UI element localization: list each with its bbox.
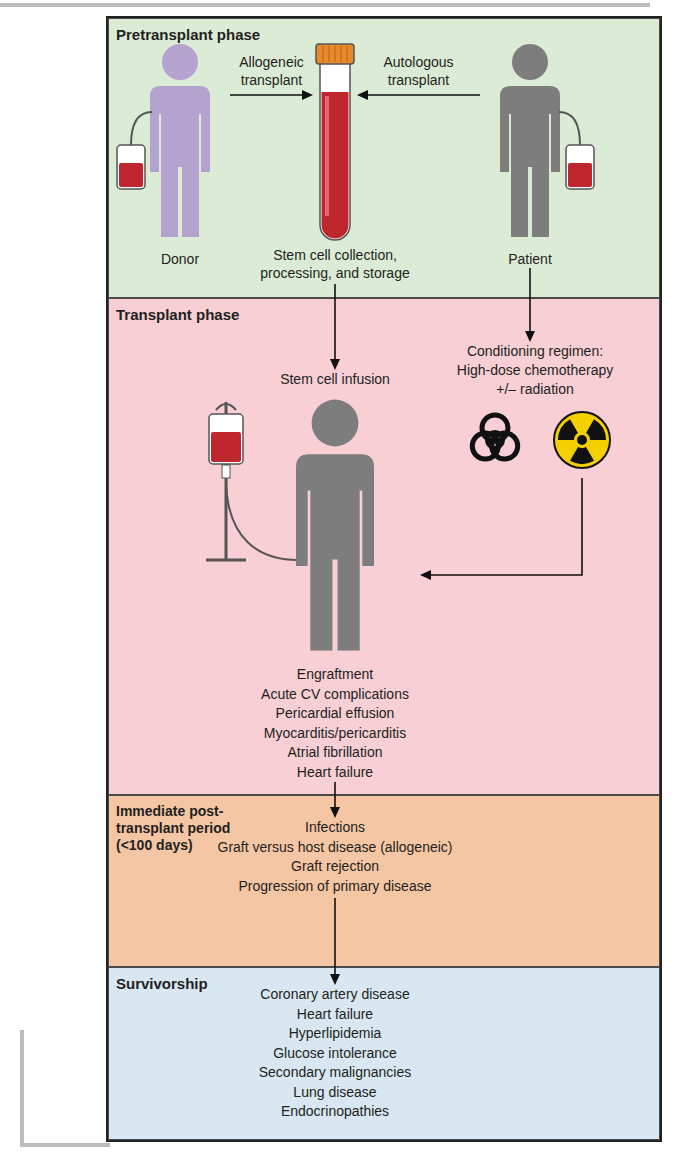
donor-blood	[119, 163, 143, 187]
list-item: Lung disease	[235, 1083, 435, 1103]
list-item: Myocarditis/pericarditis	[250, 724, 420, 744]
iv-base	[206, 559, 246, 562]
radiation-blade	[586, 419, 606, 440]
outer-frame	[107, 17, 661, 1141]
recipient-silhouette	[296, 400, 374, 651]
tube-highlight	[325, 96, 329, 216]
phase-band: SurvivorshipCoronary artery diseaseHeart…	[108, 967, 660, 1140]
arrow-head	[420, 570, 431, 580]
connector-line	[334, 898, 336, 976]
patient-line	[559, 112, 580, 145]
list-item: Engraftment	[250, 665, 420, 685]
list-item: Hyperlipidemia	[235, 1024, 435, 1044]
iv-pole	[225, 402, 228, 560]
biohazard-ring	[472, 433, 498, 459]
connector	[420, 478, 582, 580]
figure-label: Donor	[130, 250, 230, 268]
list-item: Coronary artery disease	[235, 985, 435, 1005]
arrow-head	[330, 807, 340, 818]
connector	[330, 284, 340, 370]
connector-line	[429, 478, 582, 575]
iv-line	[226, 478, 298, 560]
drip-chamber	[222, 465, 230, 478]
donor-figure: Donor	[130, 42, 230, 268]
figure-label: Patient	[480, 250, 580, 268]
list-item: Endocrinopathies	[235, 1102, 435, 1122]
list-item: Progression of primary disease	[200, 877, 470, 897]
list-item: Heart failure	[235, 1005, 435, 1025]
complication-list: InfectionsGraft versus host disease (all…	[200, 818, 470, 898]
patient-figure: Patient	[480, 42, 580, 268]
edge-label: Allogeneic transplant	[227, 53, 317, 89]
patient-blood	[568, 163, 592, 187]
iv-bag	[209, 414, 243, 464]
connector	[525, 268, 535, 342]
radiation-disc	[554, 412, 610, 468]
conditioning-box: Conditioning regimen: High-dose chemothe…	[452, 342, 618, 478]
arrow-head	[330, 974, 340, 985]
connector-line	[529, 268, 531, 333]
tube-glass	[320, 62, 350, 240]
donor-line	[131, 112, 152, 145]
patient-bag	[566, 145, 594, 189]
tube-blood	[322, 92, 349, 238]
phase-band: Immediate post- transplant period (<100 …	[108, 795, 660, 967]
arrow-head	[330, 359, 340, 370]
cap-ridges	[323, 46, 347, 62]
biohazard-symbol	[472, 415, 517, 459]
connector	[330, 898, 340, 985]
list-item: Acute CV complications	[250, 685, 420, 705]
biohazard-core	[487, 432, 503, 448]
connector	[230, 90, 313, 100]
arrow-head	[302, 90, 313, 100]
list-item: Graft rejection	[200, 857, 470, 877]
edge-label: Autologous transplant	[374, 53, 464, 89]
radiation-center	[577, 435, 587, 445]
arrow-head	[525, 331, 535, 342]
infusion-label: Stem cell infusion	[230, 370, 440, 388]
complication-list: Coronary artery diseaseHeart failureHype…	[235, 985, 435, 1123]
collection-tube: Stem cell collection, processing, and st…	[313, 42, 357, 284]
connector	[330, 782, 340, 818]
list-item: Pericardial effusion	[250, 704, 420, 724]
list-item: Glucose intolerance	[235, 1044, 435, 1064]
connector-line	[334, 782, 336, 809]
biohazard-ring	[492, 433, 518, 459]
tube-caption: Stem cell collection, processing, and st…	[250, 246, 420, 282]
iv-hook	[216, 404, 236, 410]
radiation-blade	[558, 419, 578, 440]
corner-bracket	[22, 1030, 110, 1145]
iv-blood	[211, 432, 241, 462]
connector	[357, 90, 480, 100]
connector-line	[334, 284, 336, 361]
recipient-figure: Stem cell infusionEngraftmentAcute CV co…	[250, 370, 420, 782]
list-item: Secondary malignancies	[235, 1063, 435, 1083]
patient-silhouette	[500, 44, 560, 237]
donor-silhouette	[150, 44, 210, 237]
donor-bag	[117, 145, 145, 189]
top-rule	[0, 3, 650, 7]
tube-cap	[316, 44, 354, 64]
connector-line	[366, 94, 480, 96]
arrow-head	[357, 90, 368, 100]
list-item: Atrial fibrillation	[250, 743, 420, 763]
radiation-blade	[570, 447, 594, 464]
band-heading: Pretransplant phase	[116, 26, 260, 43]
list-item: Infections	[200, 818, 470, 838]
regimen-text: Conditioning regimen: High-dose chemothe…	[452, 342, 618, 399]
band-heading: Transplant phase	[116, 306, 239, 323]
biohazard-ring	[482, 415, 508, 441]
band-heading: Survivorship	[116, 975, 208, 992]
list-item: Graft versus host disease (allogeneic)	[200, 838, 470, 858]
phase-band: Transplant phaseConditioning regimen: Hi…	[108, 298, 660, 795]
connector-line	[230, 94, 304, 96]
list-item: Heart failure	[250, 763, 420, 783]
